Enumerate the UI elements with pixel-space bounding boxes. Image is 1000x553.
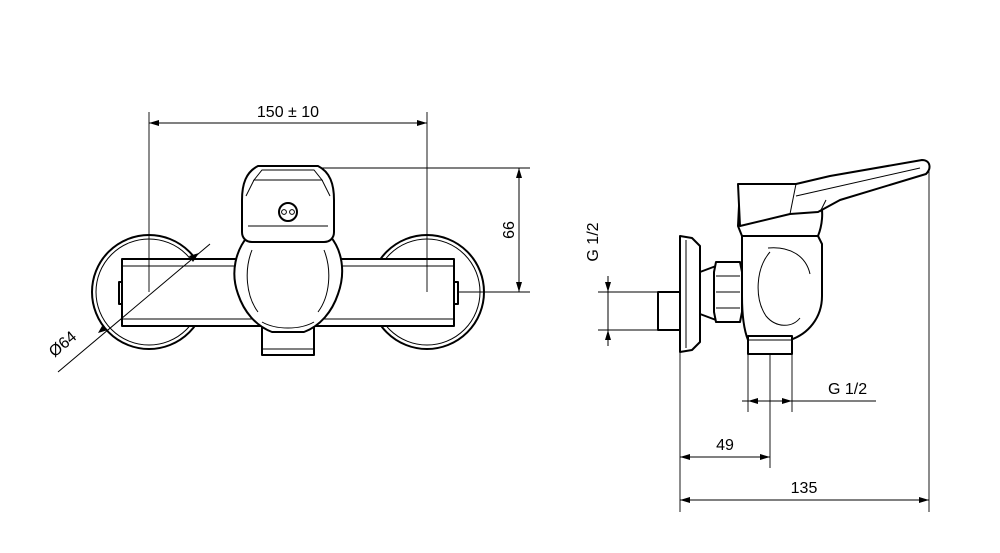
outlet-thread-dimension: G 1/2 xyxy=(742,354,876,412)
side-view xyxy=(657,159,931,355)
total-depth-label: 135 xyxy=(791,480,818,497)
inlet-thread-label: G 1/2 xyxy=(585,222,602,261)
diameter-dimension-label: Ø64 xyxy=(46,328,80,361)
lever-handle-side xyxy=(737,159,931,227)
outlet-thread-label: G 1/2 xyxy=(828,381,867,398)
side-outlet xyxy=(747,335,793,355)
handle-screw xyxy=(278,202,298,222)
width-dimension-label: 150 ± 10 xyxy=(257,104,319,121)
wall-plate xyxy=(679,235,701,353)
inlet-pipe xyxy=(657,291,681,331)
inlet-thread-dimension: G 1/2 xyxy=(585,222,658,346)
total-depth-dimension: 135 xyxy=(680,168,930,512)
outlet-offset-label: 49 xyxy=(716,437,734,454)
outlet-offset-dimension: 49 xyxy=(679,352,771,512)
side-body xyxy=(741,235,823,341)
width-dimension: 150 ± 10 xyxy=(148,104,428,292)
cartridge-housing xyxy=(233,235,344,333)
front-view xyxy=(91,165,485,356)
height-dimension: 66 xyxy=(320,167,530,293)
height-dimension-label: 66 xyxy=(501,221,518,239)
